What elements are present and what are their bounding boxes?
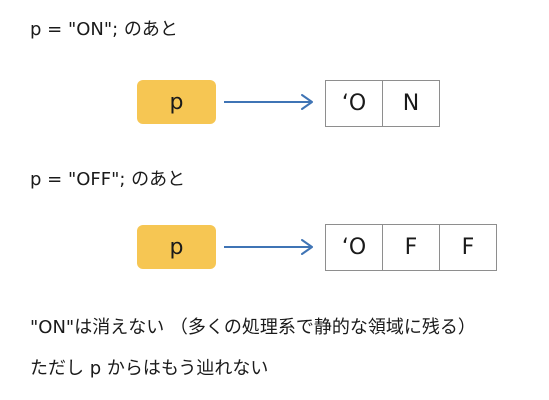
- string-cells-off: ‘O F F: [325, 224, 497, 271]
- note-line-1: "ON"は消えない （多くの処理系で静的な領域に残る）: [30, 317, 476, 338]
- string-cells-on: ‘O N: [325, 80, 440, 127]
- char-cell: N: [402, 91, 420, 116]
- char-cell: F: [461, 235, 475, 260]
- char-cell: ‘O: [326, 81, 383, 126]
- char-cell: ‘O: [326, 225, 383, 270]
- note-line-2: ただし p からはもう辿れない: [30, 358, 269, 379]
- arrow-icon: [224, 94, 313, 110]
- caption-state-1: p = "ON"; のあと: [30, 19, 178, 40]
- pointer-label-1: p: [169, 89, 184, 115]
- pointer-box-p-1: p: [137, 80, 216, 124]
- pointer-box-p-2: p: [137, 225, 216, 269]
- caption-state-2: p = "OFF"; のあと: [30, 169, 186, 190]
- arrow-icon: [224, 239, 313, 255]
- char-cell: F: [383, 225, 440, 270]
- pointer-label-2: p: [169, 234, 184, 260]
